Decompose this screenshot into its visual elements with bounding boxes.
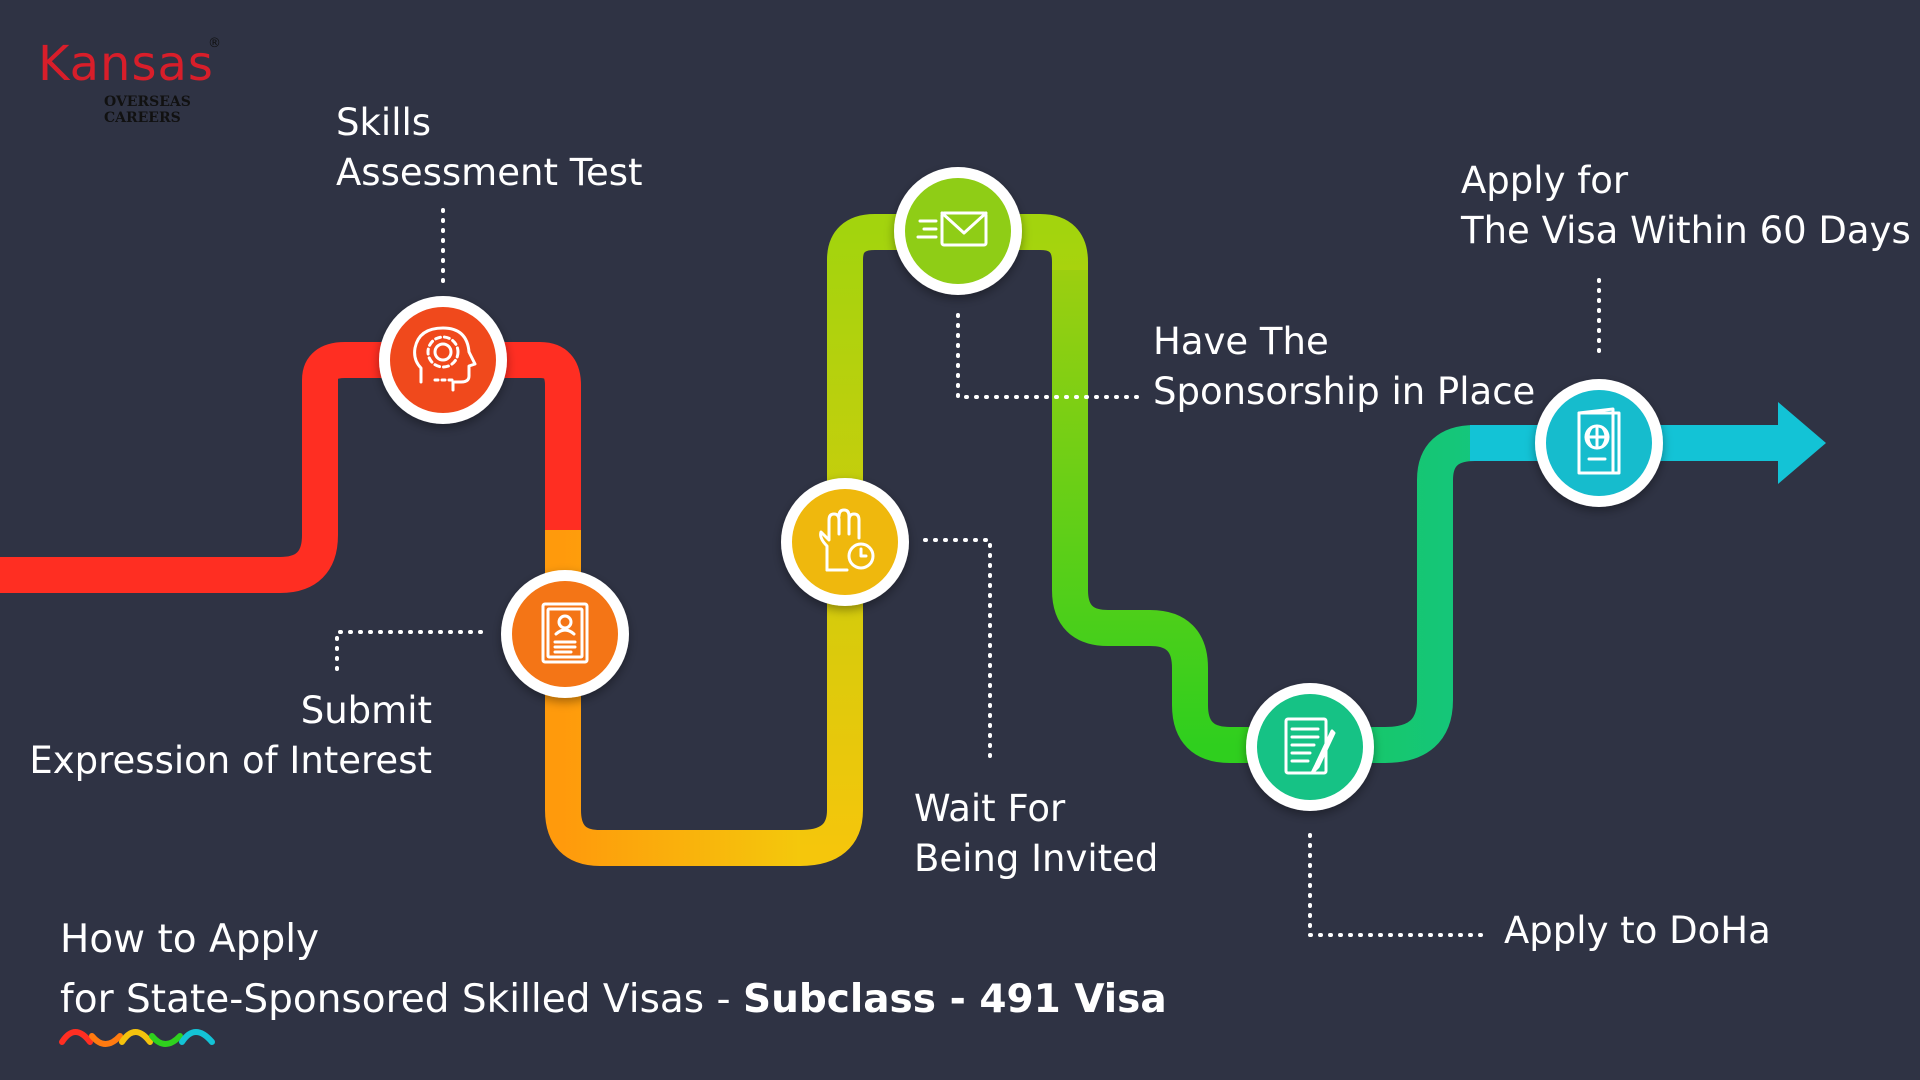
brand-name: Kansas [38,36,214,92]
path-segment-yellow-lime [799,214,1088,866]
connector-step-4 [956,313,1147,399]
head-gear-icon [413,326,477,392]
registered-mark: ® [208,36,221,51]
brand-subtitle: OVERSEAS CAREERS [104,94,191,126]
step-label-5: Apply to DoHa [1504,906,1771,956]
connector-step-2 [335,630,483,674]
decorative-wave [59,1029,215,1047]
footer-line-2-bold: Subclass - 491 Visa [742,977,1167,1022]
footer-line-2: for State-Sponsored Skilled Visas - Subc… [60,970,1167,1030]
step-label-6: Apply for The Visa Within 60 Days [1461,156,1911,256]
footer-title: How to Apply for State-Sponsored Skilled… [60,910,1167,1030]
step-3-line-2: Being Invited [914,837,1159,880]
brand-logo: Kansas ® OVERSEAS CAREERS [36,36,266,126]
path-segment-red [0,342,581,593]
step-3-line-1: Wait For [914,787,1066,830]
connector-step-3 [923,538,992,767]
step-4-line-2: Sponsorship in Place [1153,370,1536,413]
arrow-head [1778,402,1826,484]
step-label-4: Have The Sponsorship in Place [1153,317,1535,417]
step-label-1: Skills Assessment Test [336,98,643,198]
connector-step-5 [1308,833,1492,937]
path-segment-teal [1300,425,1800,763]
document-profile-icon [541,602,589,664]
step-label-3: Wait For Being Invited [914,784,1158,884]
footer-line-2-prefix: for State-Sponsored Skilled Visas - [60,977,743,1022]
path-segment-green [1052,270,1320,763]
footer-line-1: How to Apply [60,917,320,962]
document-pen-icon [1284,717,1336,775]
step-2-line-2: Expression of Interest [29,739,432,782]
passport-icon [1577,407,1621,475]
hand-clock-icon [819,508,875,572]
step-1-line-2: Assessment Test [336,151,643,194]
step-1-line-1: Skills [336,101,432,144]
step-5-line-1: Apply to DoHa [1504,909,1771,952]
step-label-2: Submit Expression of Interest [20,686,432,786]
path-segment-orange [545,530,800,866]
step-4-line-1: Have The [1153,320,1329,363]
step-6-line-2: The Visa Within 60 Days [1461,209,1911,252]
dotted-connectors [335,208,1601,937]
envelope-icon [916,211,988,247]
step-6-line-1: Apply for [1461,159,1629,202]
step-2-line-1: Submit [300,689,432,732]
